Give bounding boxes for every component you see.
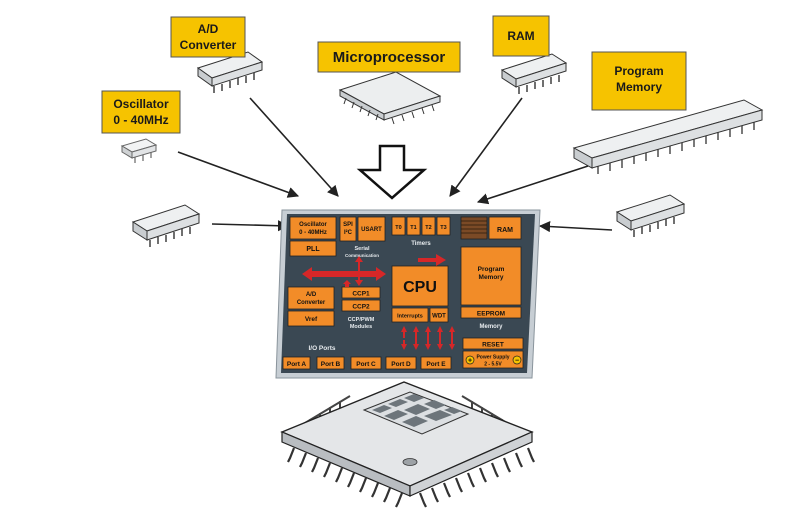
mcu-interrupts-block — [391, 307, 429, 323]
program-memory-chip-icon — [572, 99, 764, 174]
mcu-ccp1-block — [341, 286, 381, 299]
right-dip-chip-icon — [615, 194, 686, 237]
mcu-port-e: Port E — [426, 361, 446, 368]
program-memory-label: Program Memory — [591, 51, 687, 111]
mcu-reset-block — [462, 337, 524, 350]
ram-chip-icon — [500, 53, 568, 94]
mcu-port-a: Port A — [287, 361, 307, 368]
bus-arrow-timers — [418, 254, 446, 266]
oscillator-label: Oscillator 0 - 40MHz — [101, 90, 181, 134]
mcu-port-b: Port B — [321, 361, 341, 368]
mcu-t1a: T1 — [410, 225, 416, 231]
mcu-wdt-block — [429, 307, 449, 323]
mcu-t3: T3 — [440, 225, 446, 231]
mcu-vref-block — [287, 310, 335, 327]
minus-terminal-icon — [512, 355, 522, 365]
program-label-line1: Program — [614, 64, 663, 78]
mcu-ram-block — [488, 216, 522, 240]
mcu-cpu-block — [391, 265, 449, 307]
mcu-timers: Timers — [411, 241, 431, 247]
mcu-osc-line1: Oscillator — [299, 222, 327, 228]
mcu-t2: T2 — [425, 225, 431, 231]
osc-label-line2: 0 - 40MHz — [113, 113, 168, 127]
mcu-ad-line2: Converter — [297, 300, 326, 306]
mcu-program-line2: Memory — [479, 274, 504, 281]
mcu-program-memory-block — [460, 246, 522, 306]
arrow-osc — [177, 151, 300, 198]
mcu-port-c: Port C — [356, 361, 376, 368]
ad-label-line2: Converter — [180, 38, 237, 52]
mcu-serial-line2: Communication — [345, 253, 379, 258]
bus-arrow-horizontal — [302, 267, 386, 281]
mcu-ad-block — [287, 286, 335, 310]
ram-label: RAM — [492, 15, 550, 57]
microprocessor-chip-icon — [338, 71, 442, 125]
mcu-eeprom: EEPROM — [477, 311, 505, 318]
mcu-memory: Memory — [479, 324, 503, 330]
microprocessor-label-text: Microprocessor — [333, 49, 446, 66]
ad-converter-chip-icon — [196, 51, 264, 93]
oscillator-chip-icon — [120, 138, 158, 163]
mcu-ccp2-block — [341, 299, 381, 312]
mcu-power-line2: 2 - 5.5V — [484, 362, 502, 368]
mcu-power-block — [462, 350, 524, 369]
arrow-right-chip — [538, 220, 613, 233]
mcu-io-port-blocks: Port A Port B Port C Port D Port E — [282, 356, 452, 370]
mcu-board: Oscillator 0 - 40MHz PLL SPI I²C USART S… — [275, 209, 541, 379]
mcu-ccp-line1: CCP/PWM — [348, 317, 375, 323]
mcu-oscillator-block — [289, 216, 337, 240]
left-dip-chip-icon — [131, 204, 201, 247]
bus-arrow-serial — [355, 256, 363, 286]
mcu-ccp-line2: Modules — [350, 324, 372, 330]
arrow-left-chip — [211, 220, 290, 232]
big-down-arrow-icon — [356, 144, 428, 200]
mcu-spi: SPI — [343, 222, 353, 228]
mcu-interrupts: Interrupts — [397, 314, 423, 320]
io-red-arrows — [413, 326, 455, 350]
osc-label-line1: Oscillator — [113, 97, 169, 111]
mcu-t0: T0 — [395, 225, 401, 231]
mcu-minus: − — [515, 358, 519, 365]
mcu-eeprom-block — [460, 306, 522, 319]
mcu-ram: RAM — [497, 227, 513, 234]
arrow-program — [476, 165, 589, 205]
mcu-pll: PLL — [306, 246, 320, 253]
mcu-program-line1: Program — [478, 266, 505, 273]
arrow-ad — [249, 97, 339, 197]
microprocessor-label: Microprocessor — [317, 41, 461, 73]
mcu-vref: Vref — [305, 316, 318, 323]
pointer-arrows — [177, 97, 613, 233]
large-qfp-chip-icon — [280, 381, 535, 508]
plus-terminal-icon — [465, 355, 475, 365]
pin1-marker-icon — [402, 458, 418, 466]
mcu-cpu: CPU — [403, 279, 437, 296]
program-label-line2: Memory — [616, 80, 662, 94]
arrow-ram — [449, 97, 523, 197]
mcu-plus: + — [468, 358, 472, 365]
mcu-port-d: Port D — [391, 361, 411, 368]
mcu-ad-line1: A/D — [306, 292, 317, 298]
mcu-wdt: WDT — [432, 314, 446, 320]
ad-label-line1: A/D — [198, 22, 219, 36]
ad-converter-label: A/D Converter — [170, 16, 246, 58]
mcu-serial-line1: Serial — [355, 246, 370, 252]
mcu-ccp2: CCP2 — [352, 304, 370, 311]
mcu-osc-line2: 0 - 40MHz — [299, 230, 327, 236]
mcu-ccp1: CCP1 — [352, 291, 370, 298]
mcu-usart-block — [357, 216, 386, 242]
mcu-io-ports: I/O Ports — [308, 345, 335, 352]
mcu-power-line1: Power Supply — [476, 355, 509, 361]
mcu-pll-block — [289, 240, 337, 257]
mcu-spi-block — [339, 216, 357, 242]
mcu-reset: RESET — [482, 342, 504, 349]
mcu-usart: USART — [361, 227, 382, 233]
red-bus-arrows — [302, 254, 446, 350]
mcu-ram-stack — [460, 216, 488, 240]
ram-label-text: RAM — [507, 29, 534, 43]
mcu-i2c: I²C — [344, 229, 353, 236]
